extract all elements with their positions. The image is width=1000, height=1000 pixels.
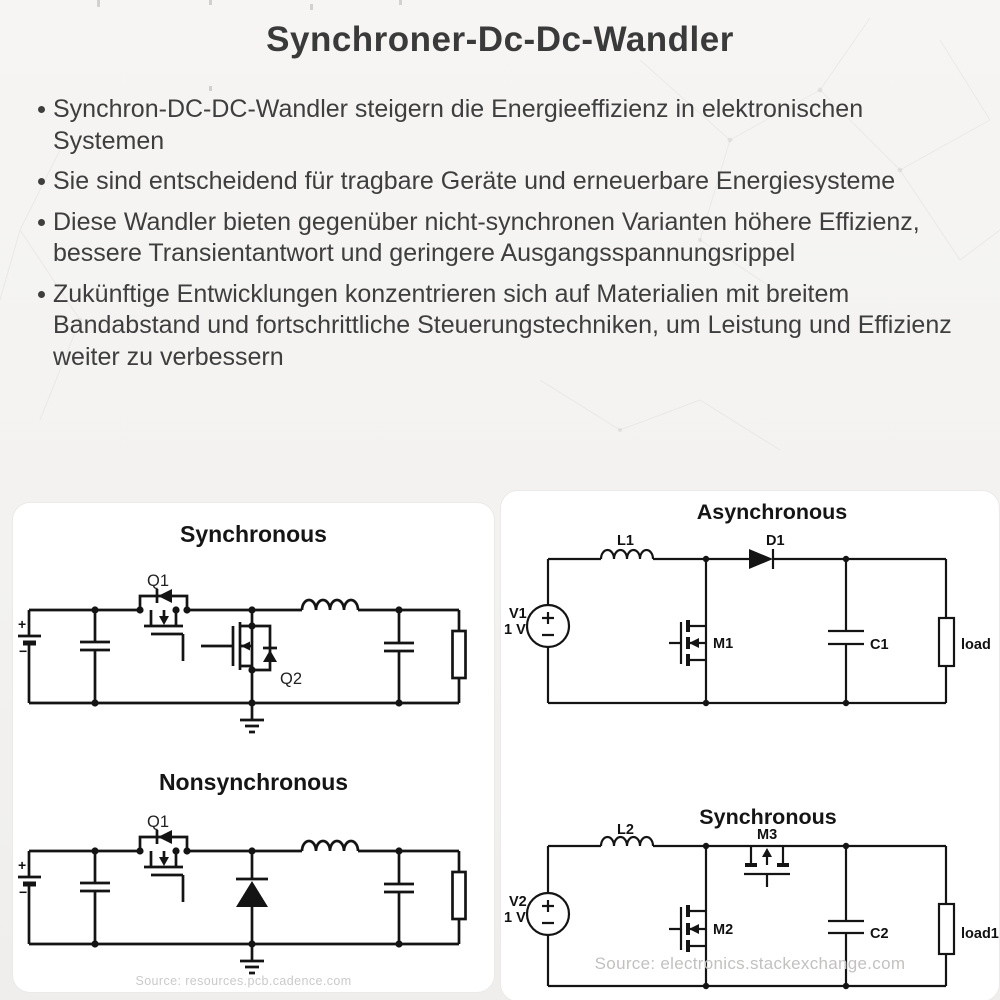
bullet-dot-icon xyxy=(38,218,45,226)
load1-label: load1 xyxy=(961,926,999,942)
v2-value-label: 1 V xyxy=(504,910,526,926)
q1-label: Q1 xyxy=(147,572,169,590)
wire-rails xyxy=(29,608,459,705)
d1-label: D1 xyxy=(766,533,785,549)
bullet-text: Sie sind entscheidend für tragbare Gerät… xyxy=(53,167,896,195)
battery-minus-label: − xyxy=(19,884,27,900)
asynchronous-boost-title: Asynchronous xyxy=(696,500,848,524)
freewheeling-diode xyxy=(236,851,268,944)
asynchronous-boost-circuit-diagram: V1 1 V L1 M1 D1 C1 xyxy=(504,533,991,707)
v2-label: V2 xyxy=(509,894,527,910)
load-resistor: load xyxy=(937,559,991,703)
right-circuit-panel: Source: electronics.stackexchange.com As… xyxy=(500,490,1000,1000)
body-diode-q2 xyxy=(263,650,277,662)
voltage-source-v1: V1 1 V xyxy=(504,559,571,703)
m3-label: M3 xyxy=(757,827,777,843)
wire-rails xyxy=(548,557,946,705)
load1-resistor: load1 xyxy=(937,846,999,986)
q1-label: Q1 xyxy=(147,813,169,831)
bullet-item: Synchron-DC-DC-Wandler steigern die Ener… xyxy=(38,94,955,157)
battery-minus-label: − xyxy=(19,643,27,659)
junction-dots xyxy=(702,555,850,707)
junction-dots xyxy=(702,842,850,990)
inductor-coil xyxy=(300,598,360,611)
synchronous-buck-title: Synchronous xyxy=(180,521,327,547)
arrow-left-icon xyxy=(689,924,699,934)
load-resistor xyxy=(451,851,467,944)
arrow-left-icon xyxy=(689,638,699,648)
high-side-mosfet-q1 xyxy=(138,830,189,902)
bullet-item: Zukünftige Entwicklungen konzentrieren s… xyxy=(38,279,955,374)
synchronous-boost-circuit-diagram: V2 1 V L2 M3 M2 C2 xyxy=(504,822,999,990)
diode-d1: D1 xyxy=(749,533,785,569)
l1-label: L1 xyxy=(617,533,634,549)
inductor-l1 xyxy=(599,548,655,560)
load-resistor xyxy=(451,610,467,703)
background-texture xyxy=(78,0,903,432)
arrow-down-icon xyxy=(159,616,169,625)
nonsynchronous-buck-circuit-diagram: + − xyxy=(18,813,467,975)
source-attribution-right: Source: electronics.stackexchange.com xyxy=(594,954,906,973)
wire-rails xyxy=(29,849,459,946)
bullet-item: Sie sind entscheidend für tragbare Gerät… xyxy=(38,166,955,198)
v1-value-label: 1 V xyxy=(504,622,526,638)
bullet-text: Synchron-DC-DC-Wandler steigern die Ener… xyxy=(53,95,864,155)
mosfet-m2: M2 xyxy=(669,846,733,986)
voltage-source-v2: V2 1 V xyxy=(504,846,571,986)
source-attribution-left: Source: resources.pcb.cadence.com xyxy=(135,974,352,988)
inductor-coil xyxy=(300,839,360,852)
battery-plus-label: + xyxy=(18,857,26,873)
synchronous-buck-circuit-diagram: + − xyxy=(18,572,467,734)
battery-symbol: + − xyxy=(18,851,41,944)
synchronous-boost-title: Synchronous xyxy=(699,805,837,829)
battery-plus-label: + xyxy=(18,616,26,632)
l2-label: L2 xyxy=(617,822,634,838)
m2-label: M2 xyxy=(713,922,733,938)
arrow-down-icon xyxy=(159,857,169,866)
nonsynchronous-buck-title: Nonsynchronous xyxy=(158,769,349,795)
high-side-mosfet-q1 xyxy=(138,589,189,661)
c1-label: C1 xyxy=(870,637,889,653)
body-diode-q1 xyxy=(158,589,172,603)
input-capacitor xyxy=(80,851,110,944)
bullet-list: Synchron-DC-DC-Wandler steigern die Ener… xyxy=(38,94,955,382)
bullet-text: Diese Wandler bieten gegenüber nicht-syn… xyxy=(53,207,920,268)
inductor-l2 xyxy=(599,835,655,847)
v1-label: V1 xyxy=(509,606,527,622)
capacitor-c1: C1 xyxy=(828,559,889,703)
input-capacitor xyxy=(80,610,110,703)
q2-label: Q2 xyxy=(280,670,302,688)
capacitor-c2: C2 xyxy=(828,846,889,986)
page-title: Synchroner-Dc-Dc-Wandler xyxy=(266,20,734,59)
output-capacitor xyxy=(384,851,414,944)
mosfet-m1: M1 xyxy=(669,559,733,703)
wire-rails xyxy=(548,844,946,988)
bullet-text: Zukünftige Entwicklungen konzentrieren s… xyxy=(53,279,952,371)
bullet-dot-icon xyxy=(38,178,45,185)
junction-dots xyxy=(91,847,403,948)
ground-symbol xyxy=(240,944,264,975)
mosfet-m3: M3 xyxy=(744,827,790,887)
junction-dots xyxy=(91,606,403,707)
arrow-up-icon xyxy=(762,848,772,857)
battery-symbol: + − xyxy=(18,610,41,703)
ground-symbol xyxy=(240,703,264,734)
left-circuit-panel: Source: resources.pcb.cadence.com Synchr… xyxy=(12,502,495,993)
body-diode-q1 xyxy=(158,830,172,844)
load-label: load xyxy=(961,637,991,653)
bullet-dot-icon xyxy=(38,290,45,298)
bullet-dot-icon xyxy=(38,106,45,113)
c2-label: C2 xyxy=(870,926,889,942)
bullet-item: Diese Wandler bieten gegenüber nicht-syn… xyxy=(38,207,955,270)
m1-label: M1 xyxy=(713,636,733,652)
output-capacitor xyxy=(384,610,414,703)
low-side-mosfet-q2 xyxy=(201,610,277,703)
arrow-left-icon xyxy=(241,641,250,651)
